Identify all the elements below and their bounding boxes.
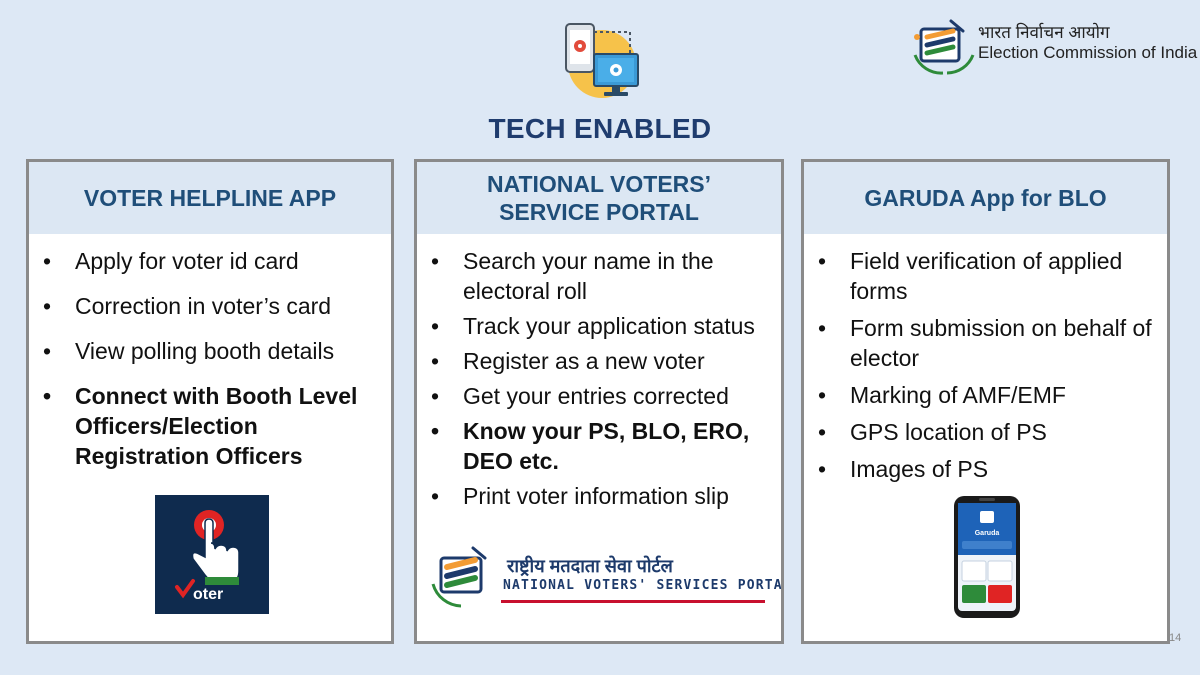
nvsp-logo-icon — [431, 546, 487, 608]
nvsp-card: NATIONAL VOTERS’ SERVICE PORTAL Search y… — [414, 159, 784, 644]
list-item: Connect with Booth Level Officers/Electi… — [43, 381, 385, 471]
garuda-phone-icon[interactable]: Garuda — [953, 495, 1021, 619]
phone-app-title: Garuda — [975, 530, 1000, 537]
list-item: Images of PS — [818, 454, 1161, 484]
list-item: Apply for voter id card — [43, 246, 385, 276]
list-item: Register as a new voter — [431, 346, 775, 376]
page-title: TECH ENABLED — [488, 113, 712, 144]
card-title-line: NATIONAL VOTERS’ — [486, 171, 712, 197]
card-title: VOTER HELPLINE APP — [29, 162, 391, 234]
list-item: Field verification of applied forms — [818, 246, 1161, 306]
page-number: 14 — [1169, 632, 1182, 644]
nvsp-name-english: NATIONAL VOTERS' SERVICES PORTAL — [503, 578, 784, 593]
list-item: View polling booth details — [43, 336, 385, 366]
card-title-line: VOTER HELPLINE APP — [83, 185, 337, 211]
eci-name-hindi: भारत निर्वाचन आयोग — [978, 23, 1110, 42]
list-item: Correction in voter’s card — [43, 291, 385, 321]
feature-list: Field verification of applied forms Form… — [818, 246, 1161, 491]
list-item: Know your PS, BLO, ERO, DEO etc. — [431, 416, 775, 476]
voter-helpline-card: VOTER HELPLINE APP Apply for voter id ca… — [26, 159, 394, 644]
app-icon-label: oter — [193, 586, 223, 603]
garuda-card: GARUDA App for BLO Field verification of… — [801, 159, 1170, 644]
list-item: Track your application status — [431, 311, 775, 341]
tech-devices-icon — [565, 23, 639, 98]
nvsp-name-hindi: राष्ट्रीय मतदाता सेवा पोर्टल — [507, 556, 673, 576]
feature-list: Apply for voter id card Correction in vo… — [43, 246, 385, 486]
eci-name-english: Election Commission of India — [978, 43, 1198, 62]
list-item: Search your name in the electoral roll — [431, 246, 775, 306]
list-item: GPS location of PS — [818, 417, 1161, 447]
list-item: Form submission on behalf of elector — [818, 313, 1161, 373]
list-item: Print voter information slip — [431, 481, 775, 511]
divider — [501, 600, 765, 603]
voter-helpline-app-icon[interactable]: oter — [155, 495, 269, 614]
list-item: Get your entries corrected — [431, 381, 775, 411]
list-item: Marking of AMF/EMF — [818, 380, 1161, 410]
eci-logo-icon — [913, 19, 975, 75]
card-title-line: GARUDA App for BLO — [864, 185, 1107, 211]
feature-list: Search your name in the electoral roll T… — [431, 246, 775, 516]
card-title: GARUDA App for BLO — [804, 162, 1167, 234]
card-title: NATIONAL VOTERS’ SERVICE PORTAL — [417, 162, 781, 234]
card-title-line: SERVICE PORTAL — [499, 199, 699, 225]
